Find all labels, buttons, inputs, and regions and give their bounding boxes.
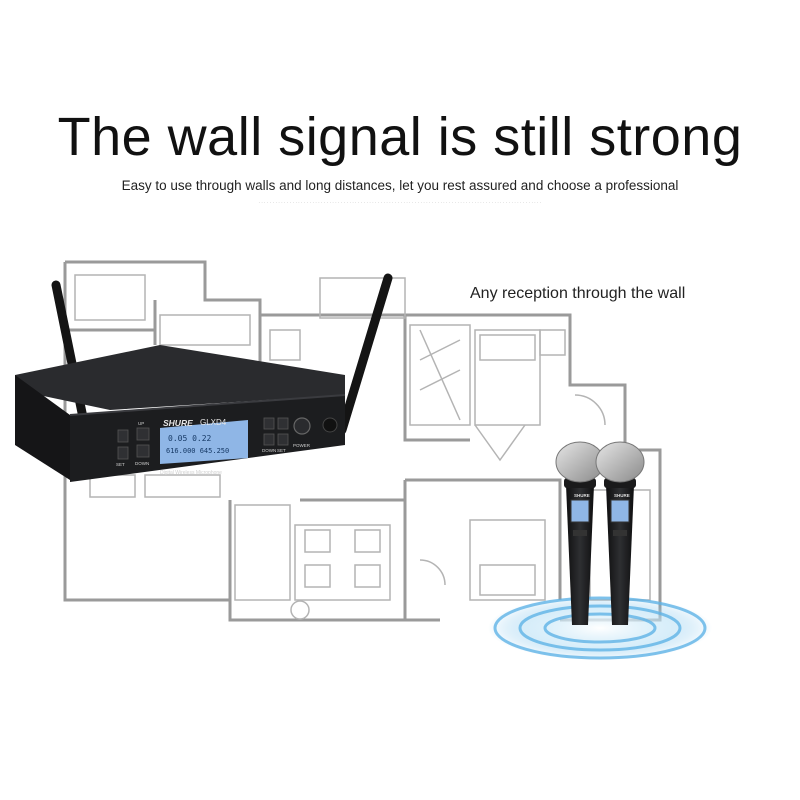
label-set-right: SET [277,448,286,453]
receiver-series-label: Digital Wireless Microphone [160,470,222,476]
lcd-display [160,420,248,464]
lcd-line-2: 616.000 645.250 [166,447,229,455]
receiver-model: GLXD4 [200,418,227,427]
signal-waves-icon [488,596,712,660]
lcd-line-1: 0.05 0.22 [168,434,212,443]
subheadline: Easy to use through walls and long dista… [121,178,679,193]
label-set: SET [116,462,125,467]
label-down: DOWN [135,461,149,466]
mic-brand-left: SHURE [574,493,590,498]
microphone-right-icon: SHURE [595,441,645,625]
receiver-brand: SHURE [163,418,193,428]
antenna-right-icon [337,273,393,435]
fine-print-line: · · · · · · · · · · · · · · · · · · · · … [258,200,542,205]
mic-brand-right: SHURE [614,493,630,498]
headline: The wall signal is still strong [57,107,743,167]
label-down-right: DOWN [262,448,276,453]
reception-caption: Any reception through the wall [470,285,686,302]
label-power: POWER [293,443,311,448]
label-up: UP [138,421,144,426]
power-button-icon [293,417,311,435]
